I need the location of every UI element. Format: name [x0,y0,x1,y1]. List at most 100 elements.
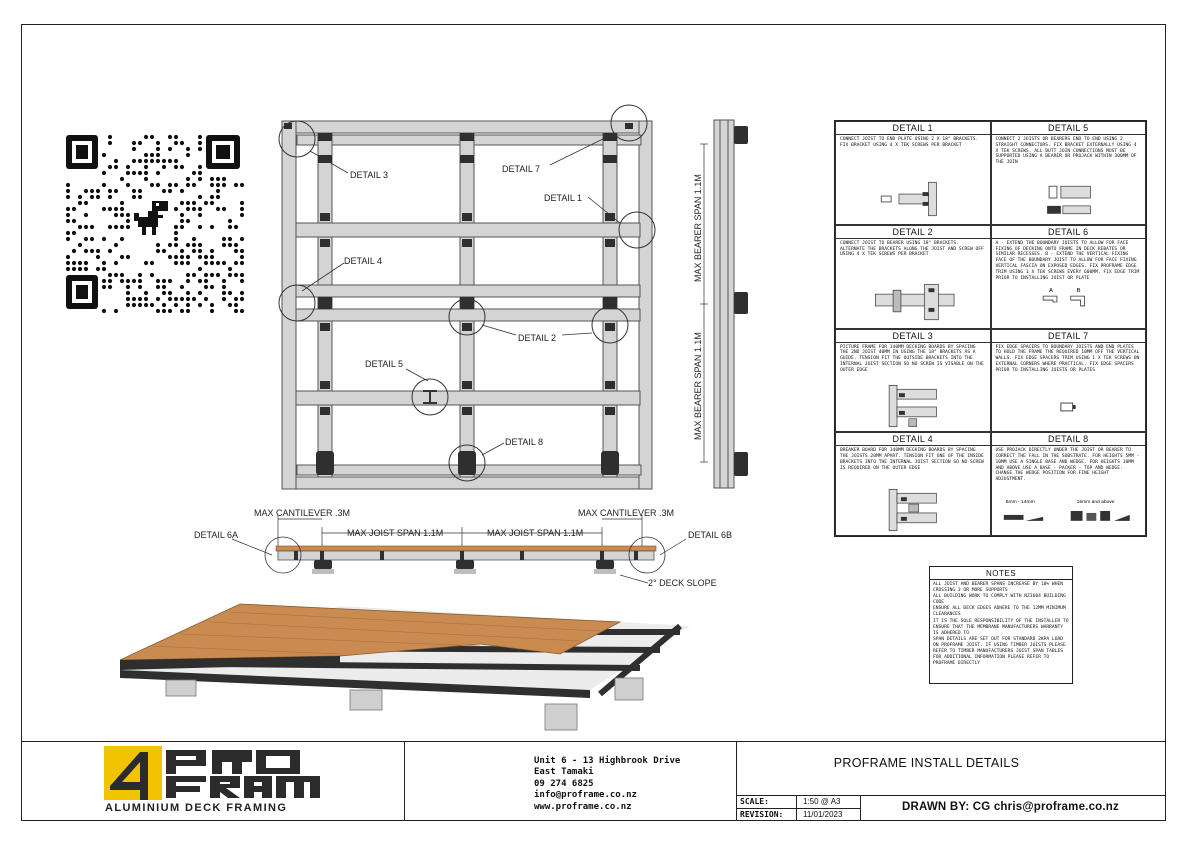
qr-dot [125,224,131,230]
qr-dot [83,236,89,242]
detail-8-text: Use projack directly under the joist or … [995,448,1140,483]
qr-dot [233,242,239,248]
qr-dot [185,182,191,188]
qr-dot [239,254,244,260]
detail-2-text: Connect joist to bearer using 18° bracke… [840,240,984,258]
qr-dot [185,254,191,260]
qr-dot [185,176,191,182]
qr-dot [209,308,215,313]
qr-dot [215,206,221,212]
qr-dot [161,164,167,170]
qr-dot [191,242,197,248]
detail-4-cell: DETAIL 4 Breaker board for 140mm decking… [835,432,991,536]
qr-dot [89,224,95,230]
qr-dot [101,152,107,158]
qr-dot [221,182,227,188]
qr-dot [71,266,77,272]
qr-dot [113,206,119,212]
qr-dot [239,236,244,242]
qr-dot [227,218,233,224]
detail4-circle [278,284,316,322]
qr-dot [179,200,185,206]
qr-dot [131,278,137,284]
detail8-circle [448,444,486,482]
qr-dot [125,182,131,188]
detail-5-title: DETAIL 5 [991,123,1145,135]
qr-dot [125,254,131,260]
qr-dot [209,194,215,200]
qr-dot [185,302,191,308]
qr-dot [197,254,203,260]
qr-dot [179,254,185,260]
qr-dot [107,164,113,170]
qr-dot [167,134,173,140]
deck-3d-render [119,603,690,731]
qr-dot [71,218,77,224]
plan-label-detail3: DETAIL 3 [350,170,388,180]
detail-2-cell: DETAIL 2 Connect joist to bearer using 1… [835,224,991,329]
drawing-title: PROFRAME INSTALL DETAILS [833,756,1020,770]
notes-title: NOTES [930,569,1072,580]
qr-dot [233,296,239,302]
detail7-circle [610,104,648,142]
qr-dot [185,278,191,284]
address-block: Unit 6 - 13 Highbrook Drive East Tamaki … [534,756,680,813]
qr-dot [83,266,89,272]
qr-dot [101,206,107,212]
qr-dot [155,146,161,152]
qr-dot [191,236,197,242]
qr-dot [71,206,77,212]
title-block-rule-scale [736,808,860,809]
qr-dot [197,248,203,254]
qr-dot [95,254,101,260]
plan-view: DETAIL 3 DETAIL 7 DETAIL 1 DETAIL 4 DETA… [278,104,656,490]
qr-dot [119,272,125,278]
qr-dot [179,164,185,170]
qr-dot [101,260,107,266]
qr-dot [131,188,137,194]
qr-dot [209,248,215,254]
website-link[interactable]: www.proframe.co.nz [534,801,632,812]
qr-dot [71,260,77,266]
qr-dot [155,242,161,248]
detail-4-title: DETAIL 4 [836,434,990,447]
qr-dot [83,248,89,254]
qr-dot [149,302,155,308]
qr-dot [161,188,167,194]
qr-dot [191,200,197,206]
qr-dot [215,194,221,200]
qr-dot [185,152,191,158]
qr-dot [239,290,244,296]
qr-dot [209,284,215,290]
qr-dot [179,188,185,194]
qr-dot [173,182,179,188]
qr-dot [137,278,143,284]
detail-3-text: Picture frame for 140mm decking boards b… [840,344,984,373]
title-block-rule-mid [736,795,1166,796]
detail-2-title: DETAIL 2 [836,227,990,239]
qr-dot [131,170,137,176]
logo-subtitle: ALUMINIUM DECK FRAMING [105,802,288,814]
qr-dot [239,308,244,313]
email-link[interactable]: info@proframe.co.nz [534,790,637,801]
qr-dot [167,242,173,248]
qr-dot [173,296,179,302]
qr-dot [149,272,155,278]
qr-dot [239,260,244,266]
qr-dot [185,260,191,266]
qr-dot [197,194,203,200]
qr-dot [155,158,161,164]
qr-dot [179,218,185,224]
qr-dot [113,272,119,278]
cantilever-left-label: MAX CANTILEVER .3M [254,508,350,518]
qr-dot [173,254,179,260]
qr-dot [65,236,71,242]
bearer-span-bottom-label: MAX BEARER SPAN 1.1M [693,332,703,440]
qr-dot [197,176,203,182]
qr-dot [107,140,113,146]
qr-dot [113,164,119,170]
qr-dot [143,164,149,170]
qr-dot [137,272,143,278]
qr-dot [137,158,143,164]
qr-dot [65,194,71,200]
